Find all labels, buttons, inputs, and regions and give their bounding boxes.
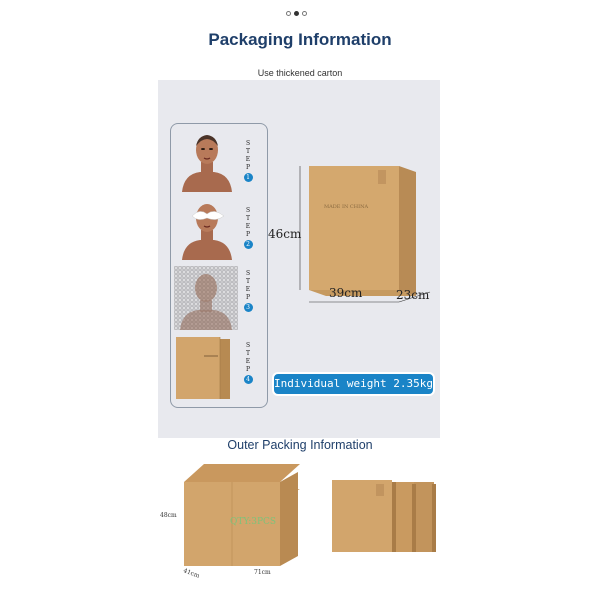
outer-qty: QTY:3PCS (230, 517, 277, 527)
carton-width: 39cm (329, 286, 363, 300)
packaging-panel: S T E P 1 S T E P 2 S T E (158, 80, 440, 438)
step-2-label: S T E P 2 (243, 207, 253, 249)
outer-width: 71cm (254, 569, 271, 576)
step-3-number: 3 (243, 303, 253, 312)
page-subtitle: Use thickened carton (257, 68, 343, 78)
page-title: Packaging Information (208, 30, 392, 49)
step-1-label: S T E P 1 (243, 140, 253, 182)
carousel-dot-1[interactable] (286, 11, 291, 16)
master-carton-icon (184, 464, 300, 566)
carton-height: 46cm (268, 227, 302, 241)
individual-weight-badge: Individual weight 2.35kg (272, 372, 435, 396)
carousel-dots (286, 11, 307, 16)
carousel-dot-3[interactable] (302, 11, 307, 16)
step-2-number: 2 (243, 240, 253, 249)
three-cartons-icon (332, 480, 436, 552)
carton-diagram (299, 166, 431, 303)
step-3-label: S T E P 3 (243, 270, 253, 312)
mannequin-head-icon (182, 135, 232, 192)
bubble-wrapped-mannequin-icon (174, 266, 238, 330)
carton-box-icon (176, 337, 230, 399)
outer-packing-title: Outer Packing Information (227, 438, 373, 452)
carousel-dot-2[interactable] (294, 11, 299, 16)
outer-height: 48cm (160, 512, 177, 519)
step-4-label: S T E P 4 (243, 342, 253, 384)
step-4-number: 4 (243, 375, 253, 384)
step-1-number: 1 (243, 173, 253, 182)
mannequin-with-eye-mask-icon (182, 204, 232, 260)
carton-box-text: MADE IN CHINA (324, 204, 369, 210)
steps-frame (170, 123, 268, 408)
carton-depth: 23cm (396, 288, 430, 302)
